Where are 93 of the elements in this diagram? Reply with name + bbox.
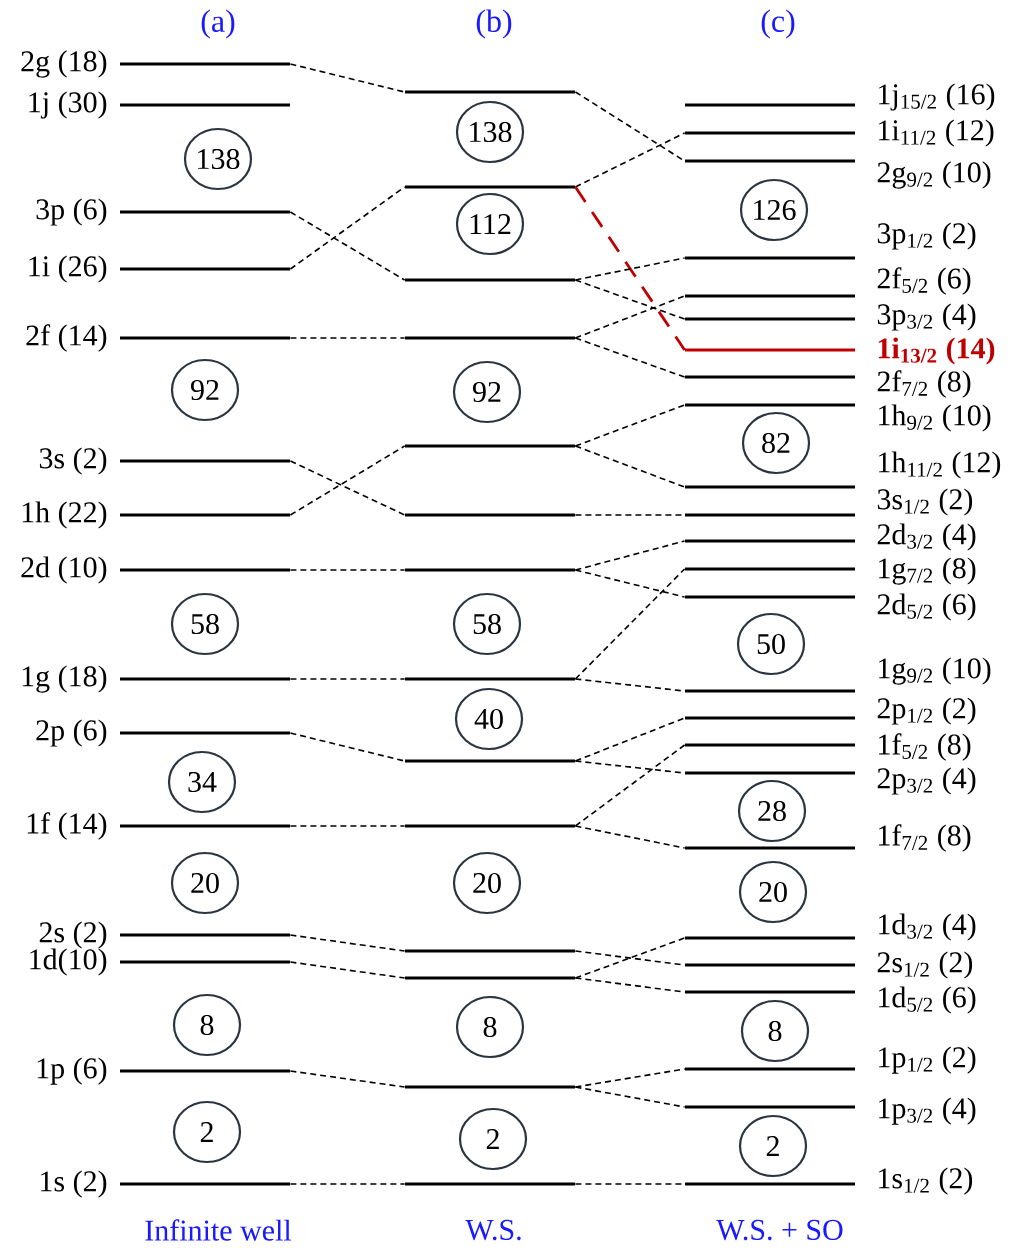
level-label: 1h$_{9/2}$ (10): [879, 404, 991, 432]
level-label: 2p$_{3/2}$ (4): [877, 767, 976, 795]
level-label: 2g$_{9/2}$ (10): [877, 161, 991, 189]
level-label: 1f$_{7/2}$ (8): [879, 824, 971, 852]
level-label: 2d$_{3/2}$ (4): [877, 523, 976, 551]
level-label: 1f$_{5/2}$ (8): [879, 733, 971, 761]
connector-line: [289, 569, 406, 571]
level-label: 1s$_{1/2}$ (2): [879, 1167, 973, 1195]
connector-line: [289, 961, 406, 979]
level-label: 1i$_{11/2}$ (12): [879, 119, 994, 147]
energy-level: [405, 513, 575, 517]
connector-line: [574, 1086, 686, 1108]
energy-level: [405, 949, 575, 953]
level-label: 1f (14): [27, 812, 107, 840]
energy-level: [405, 1085, 575, 1089]
level-label: 1i (26): [29, 255, 107, 283]
level-label: 1g (18): [22, 665, 107, 693]
level-label: 1d$_{5/2}$ (6): [879, 986, 976, 1014]
level-label: 2g (18): [21, 50, 107, 78]
level-label: 1g$_{7/2}$ (8): [879, 557, 976, 585]
energy-level: [405, 759, 575, 763]
energy-level: [405, 336, 575, 340]
level-label: 1i$_{13/2}$ (14): [878, 337, 995, 365]
level-label: 1j$_{15/2}$ (16): [879, 83, 995, 111]
level-label: 1p$_{1/2}$ (2): [879, 1046, 976, 1074]
level-label: 2p$_{1/2}$ (2): [877, 697, 976, 725]
level-label: 3s$_{1/2}$ (2): [877, 488, 973, 516]
connector-line: [289, 1183, 406, 1185]
connector-line: [574, 279, 686, 320]
connector-line: [574, 1068, 686, 1088]
level-label: 2f$_{7/2}$ (8): [877, 370, 971, 398]
level-label: 1g$_{9/2}$ (10): [879, 657, 991, 685]
connector-line: [574, 132, 686, 188]
connector-line: [574, 295, 686, 339]
energy-level: [405, 185, 575, 189]
connector-line: [574, 937, 686, 979]
connector-line: [289, 825, 406, 827]
connector-line: [289, 1070, 406, 1088]
connector-line: [574, 568, 686, 680]
connector-line: [289, 337, 406, 339]
level-label: 2d (10): [21, 556, 107, 584]
connector-line: [289, 186, 406, 270]
connector-line: [574, 404, 686, 447]
energy-level: [405, 976, 575, 980]
energy-level: [405, 1182, 575, 1186]
level-label: 1j (30): [29, 91, 107, 119]
level-label: 2s (2): [39, 921, 107, 949]
column-caption: W.S. + SO: [716, 1219, 843, 1241]
connector-line: [574, 744, 686, 827]
energy-level: [405, 568, 575, 572]
energy-level: [405, 90, 575, 94]
connector-line: [574, 445, 686, 488]
connector-line: [289, 732, 406, 762]
level-label: 2s$_{1/2}$ (2): [877, 951, 973, 979]
connector-line: [289, 678, 406, 680]
connector-line: [574, 950, 686, 966]
level-label: 3p$_{3/2}$ (4): [877, 303, 976, 331]
level-label: 1d(10): [30, 948, 107, 976]
level-label: 3p$_{1/2}$ (2): [877, 222, 976, 250]
level-label: 3s (2): [39, 447, 107, 475]
connector-line: [289, 445, 406, 516]
level-label: 1p (6): [37, 1057, 107, 1085]
connector-line: [574, 569, 686, 598]
connector-line: [574, 186, 686, 351]
energy-level: [405, 278, 575, 282]
level-label: 1p$_{3/2}$ (4): [879, 1097, 976, 1125]
level-label: 2f$_{5/2}$ (6): [877, 267, 971, 295]
energy-level: [405, 824, 575, 828]
connector-line: [289, 211, 406, 281]
connector-line: [574, 717, 686, 762]
connector-line: [289, 934, 406, 952]
level-label: 2d$_{5/2}$ (6): [877, 593, 976, 621]
connector-line: [574, 540, 686, 571]
level-label: 1h (22): [22, 501, 107, 529]
column-caption: W.S.: [465, 1219, 521, 1241]
level-label: 1h$_{11/2}$ (12): [879, 451, 1001, 479]
column-heading: (b): [476, 9, 512, 39]
connector-line: [289, 63, 406, 93]
column-heading: (c): [761, 9, 795, 39]
connector-line: [574, 977, 686, 993]
energy-level: [405, 677, 575, 681]
level-label: 3p (6): [36, 198, 107, 226]
level-label: 1s (2): [41, 1170, 107, 1198]
connector-line: [574, 257, 686, 281]
column-heading: (a): [201, 9, 235, 39]
connector-line: [289, 460, 406, 516]
connector-line: [574, 337, 686, 378]
column-caption: Infinite well: [145, 1219, 292, 1241]
level-label: 2p (6): [36, 719, 107, 747]
level-label: 2f (14): [26, 324, 107, 352]
energy-level: [405, 444, 575, 448]
level-label: 1d$_{3/2}$ (4): [879, 913, 976, 941]
connector-line: [574, 825, 686, 849]
